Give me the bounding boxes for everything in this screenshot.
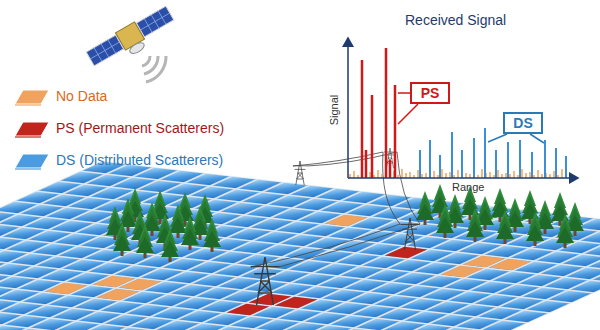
- axis-label: Signal: [328, 95, 340, 126]
- trees: [106, 184, 584, 262]
- legend-swatch: [14, 153, 50, 171]
- signal-chart: [348, 38, 578, 178]
- legend-swatch-shape: [15, 122, 49, 136]
- ground-grid: [0, 161, 600, 330]
- legend-swatch-shape: [15, 154, 49, 168]
- ps-tiles: [227, 244, 427, 318]
- callout-text: PS: [421, 85, 440, 101]
- legend-swatch: [14, 121, 50, 139]
- legend-swatch-side: [15, 136, 41, 138]
- axis-label: Range: [452, 181, 484, 193]
- legend-text: No Data: [56, 88, 107, 104]
- legend-swatch-side: [15, 104, 41, 106]
- chart-title: Received Signal: [405, 12, 506, 28]
- legend-swatch: [14, 89, 50, 107]
- signal-waves: [142, 56, 166, 82]
- legend-swatch-side: [15, 168, 41, 170]
- ps-callout-box: PS: [410, 82, 450, 104]
- legend-swatch-shape: [15, 90, 49, 104]
- ds-callout-box: DS: [503, 112, 543, 134]
- legend-text: DS (Distributed Scatterers): [56, 152, 223, 168]
- callout-text: DS: [513, 115, 532, 131]
- legend-text: PS (Permanent Scatterers): [56, 120, 224, 136]
